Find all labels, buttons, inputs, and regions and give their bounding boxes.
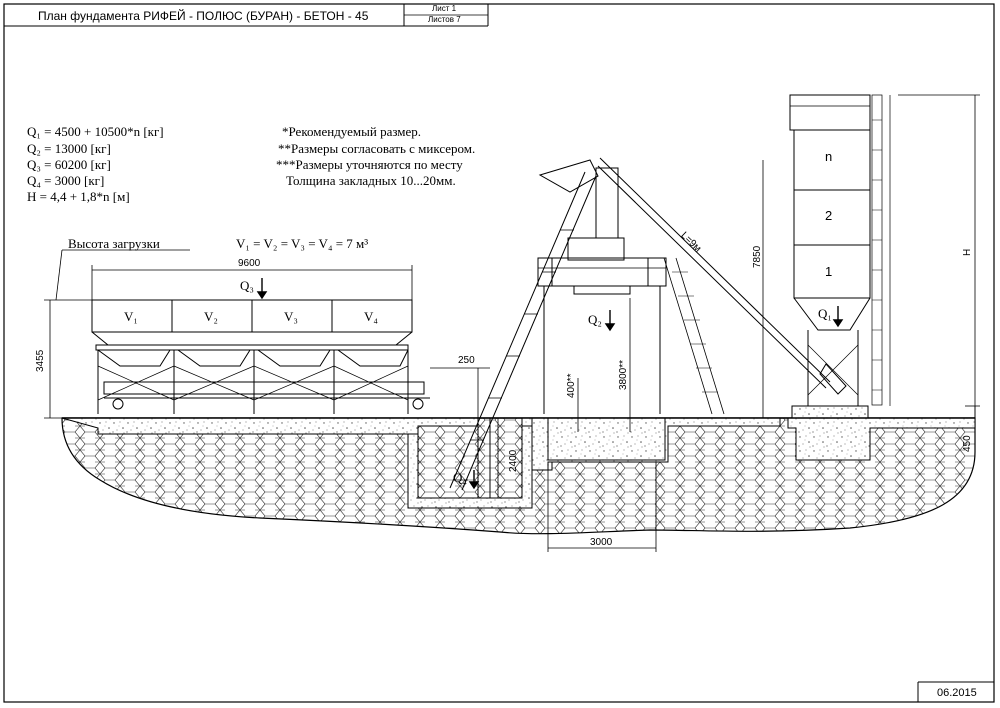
sheet-count: Листов 7 (428, 15, 461, 24)
soil-hatch (61, 417, 976, 535)
load-q3: Q₃ (240, 278, 254, 293)
drawing-title: План фундамента РИФЕЙ - ПОЛЮС (БУРАН) - … (38, 9, 369, 23)
formula-q4: Q₄ = 3000 [кг] (27, 173, 105, 188)
cement-silo (789, 94, 891, 406)
bin-label-v3: V₃ (284, 309, 298, 324)
silo-plinth (791, 405, 869, 419)
mixer-unit (537, 159, 725, 415)
silo-section-1: 1 (825, 264, 833, 279)
note-mixer: **Размеры согласовать с миксером. (278, 141, 476, 156)
dimension-lines (44, 94, 980, 552)
sheet-number: Лист 1 (432, 4, 457, 13)
formula-q3: Q₃ = 60200 [кг] (27, 157, 111, 172)
formula-q1: Q₁ = 4500 + 10500*n [кг] (27, 124, 164, 139)
sheet-frame (3, 3, 995, 703)
bin-label-v1: V₁ (124, 309, 138, 324)
screw-conveyor (597, 157, 831, 389)
drawing-date: 06.2015 (937, 687, 977, 699)
load-q2: Q₂ (588, 312, 602, 327)
bin-label-v2: V₂ (204, 309, 218, 324)
dim-250: 250 (458, 355, 475, 366)
dim-3455: 3455 (35, 349, 46, 372)
dim-400: 400** (566, 373, 577, 398)
formula-h: H = 4,4 + 1,8*n [м] (27, 189, 130, 204)
load-arrows (256, 278, 844, 490)
dim-2400: 2400 (508, 449, 519, 472)
note-site: ***Размеры уточняются по месту (276, 157, 463, 172)
dim-7850: 7850 (752, 245, 763, 268)
load-q1: Q₁ (818, 306, 832, 321)
note-recommended: *Рекомендуемый размер. (282, 124, 422, 139)
silo-section-n: n (825, 149, 833, 164)
note-embedded: Толщина закладных 10...20мм. (286, 173, 456, 188)
aggregate-bins (91, 299, 430, 414)
dim-3800: 3800** (618, 359, 629, 390)
dim-h: H (962, 248, 973, 256)
load-q4: Q₄ (453, 470, 467, 485)
silo-section-2: 2 (825, 208, 833, 223)
bin-label-v4: V₄ (364, 309, 378, 324)
formula-q2: Q₂ = 13000 [кг] (27, 141, 111, 156)
dim-450: 450 (962, 435, 973, 452)
dim-9600: 9600 (238, 258, 261, 269)
skip-lift (449, 171, 597, 498)
volume-formula: V₁ = V₂ = V₃ = V₄ = 7 м³ (236, 236, 369, 251)
load-height-label: Высота загрузки (68, 236, 160, 251)
dim-3000: 3000 (590, 537, 613, 548)
